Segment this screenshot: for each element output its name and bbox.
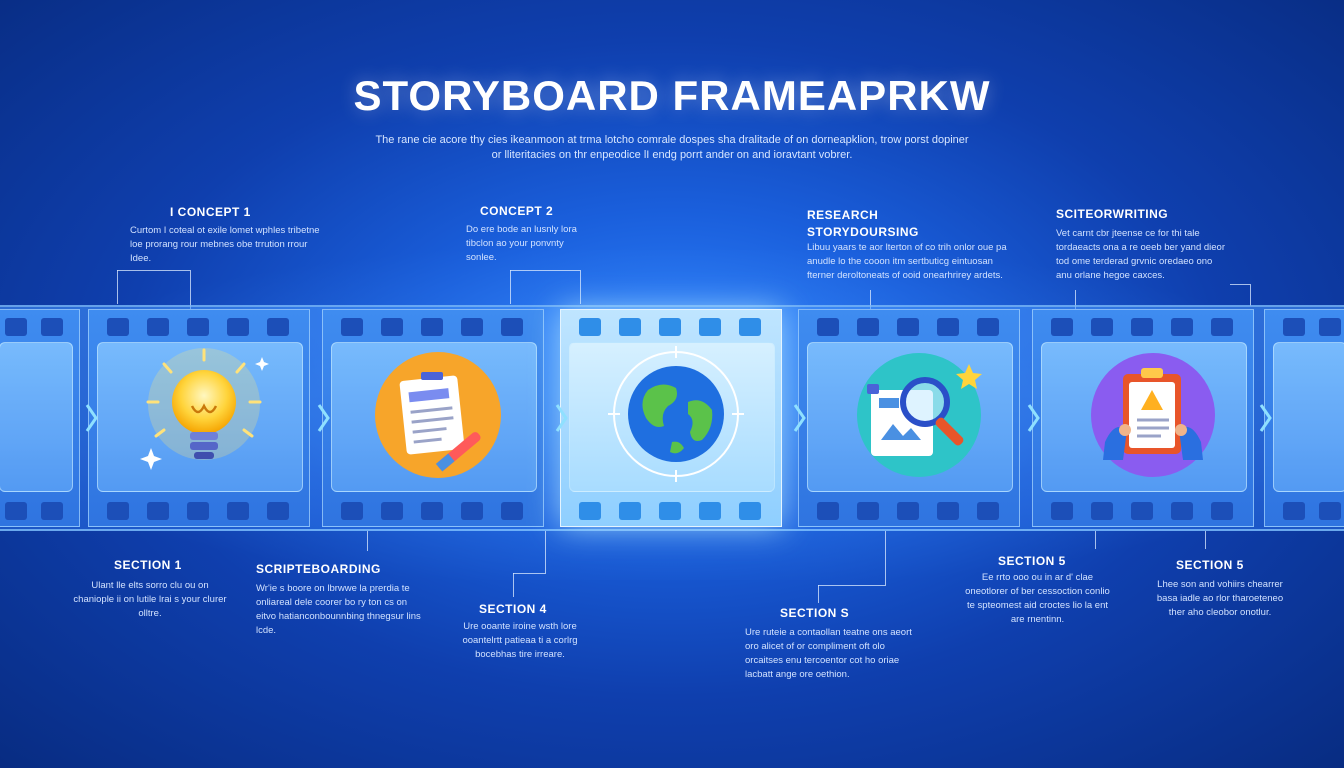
chevron-right-icon	[317, 404, 330, 432]
script-document-icon	[375, 352, 501, 478]
page-subtitle: The rane cie acore thy cies ikeanmoon at…	[375, 134, 969, 161]
connector-line	[367, 531, 368, 551]
connector-line	[513, 573, 546, 574]
film-frame-edge-right	[1264, 309, 1344, 527]
chevron-right-icon	[1259, 404, 1272, 432]
connector-line	[580, 270, 581, 304]
connector-line	[1095, 531, 1096, 549]
connector-line	[510, 270, 511, 304]
clipboard-icon	[1091, 353, 1215, 477]
chevron-right-icon	[555, 404, 568, 432]
research-label: RESEARCH STORYDOURSING	[807, 208, 919, 239]
scriptwriting-label: SCITEORWRITING	[1056, 207, 1169, 221]
connector-line	[1250, 284, 1251, 306]
connector-line	[1075, 290, 1076, 310]
connector-line	[1230, 284, 1250, 285]
section-4-description: Ure ooante iroine wsth lore ooantelrtt p…	[462, 621, 578, 660]
film-frame-5	[1032, 309, 1254, 527]
section-5b-label: SECTION 5	[1176, 558, 1244, 572]
section-5a-label: SECTION 5	[998, 554, 1066, 568]
connector-line	[545, 531, 546, 573]
section-5b-description: Lhee son and vohiirs chearrer basa iadle…	[1156, 579, 1284, 618]
film-frame-2	[322, 309, 544, 527]
concept-2-description: Do ere bode an lusnly lora tibclon ao yo…	[466, 224, 577, 263]
globe-icon	[608, 346, 744, 482]
connector-line	[117, 270, 118, 304]
concept-2-label: CONCEPT 2	[480, 204, 554, 218]
connector-line	[1205, 531, 1206, 549]
section-1-description: Ulant lle elts sorro clu ou on chaniople…	[73, 580, 227, 619]
section-1-label: SECTION 1	[114, 558, 182, 572]
film-frame-3-highlighted	[560, 309, 782, 527]
section-s-label: SECTION S	[780, 606, 850, 620]
scripteboarding-label: SCRIPTEBOARDING	[256, 562, 381, 576]
page-title: STORYBOARD FRAMEAPRKW	[353, 72, 991, 119]
connector-line	[513, 573, 514, 597]
connector-line	[885, 531, 886, 585]
magnifier-research-icon	[857, 353, 982, 477]
section-4-label: SECTION 4	[479, 602, 547, 616]
scriptwriting-description: Vet carnt cbr jteense ce for thi tale to…	[1056, 228, 1226, 281]
film-frame-4	[798, 309, 1020, 527]
connector-line	[818, 585, 886, 586]
research-description: Libuu yaars te aor lterton of co trih on…	[807, 242, 1007, 281]
section-s-description: Ure ruteie a contaollan teatne ons aeort…	[745, 627, 912, 680]
section-5a-description: Ee rrto ooo ou in ar d' clae oneotlorer …	[965, 572, 1110, 625]
concept-1-description: Curtom I coteal ot exile lomet wphles tr…	[130, 225, 320, 264]
chevron-right-icon	[793, 404, 806, 432]
connector-line	[117, 270, 190, 271]
connector-line	[190, 270, 191, 310]
film-frame-1	[88, 309, 310, 527]
connector-line	[818, 585, 819, 603]
chevron-right-icon	[85, 404, 98, 432]
film-frame-edge-left	[0, 309, 80, 527]
scripteboarding-description: Wr'ie s boore on lbrwwe la prerdia te on…	[256, 583, 421, 636]
concept-1-label: I CONCEPT 1	[170, 205, 251, 219]
chevron-right-icon	[1027, 404, 1040, 432]
connector-line	[510, 270, 580, 271]
lightbulb-icon	[140, 348, 269, 470]
